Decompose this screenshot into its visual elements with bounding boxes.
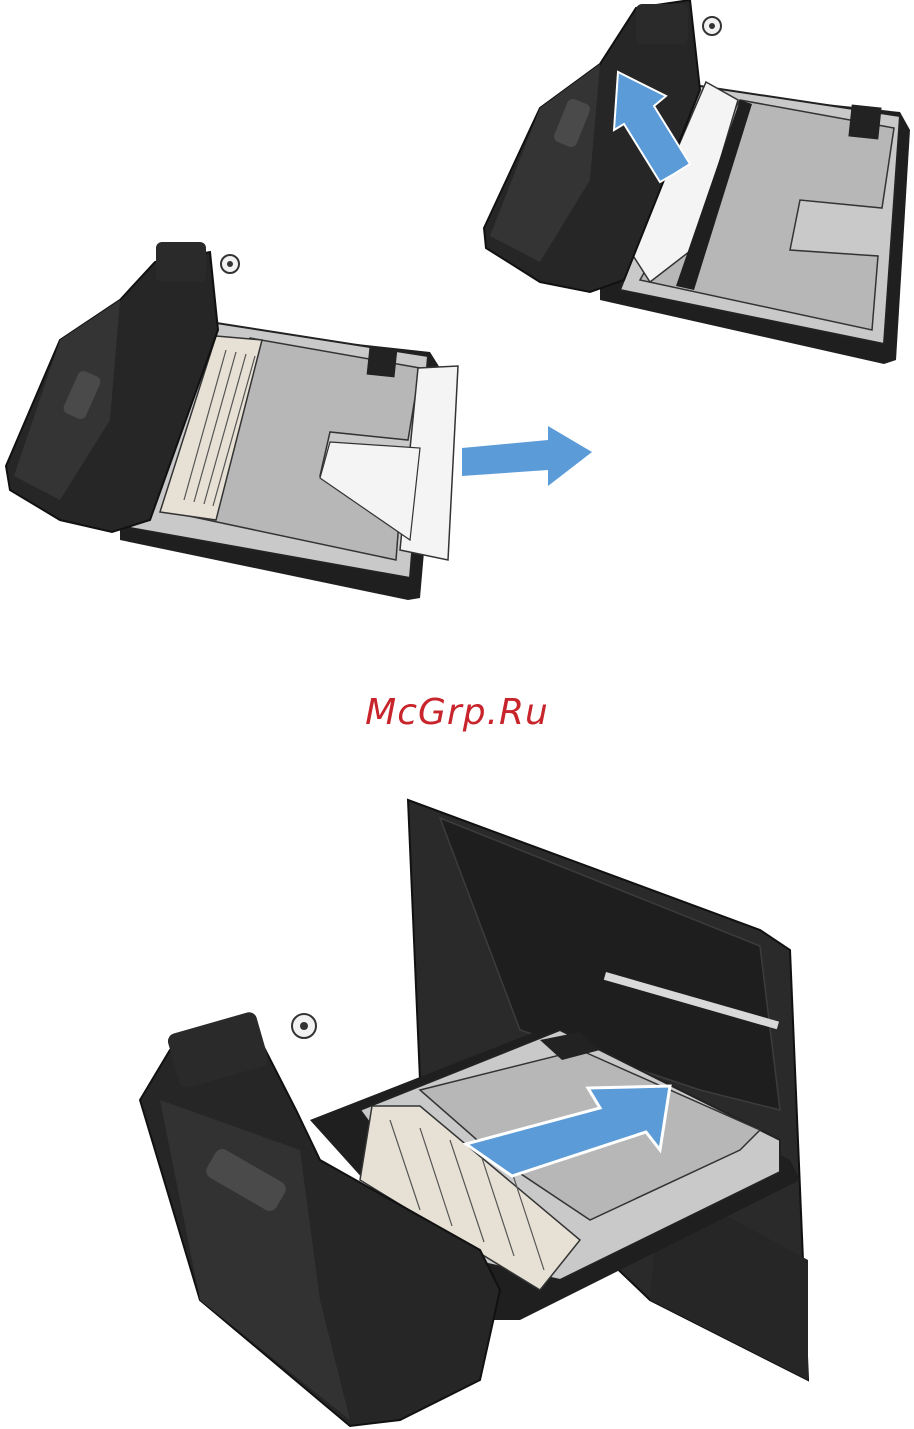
hinge-block [636,4,688,44]
figure-duplexer-reinserted [140,800,808,1426]
figure-duplexer-paper-pulled-out [6,242,592,600]
arrow-right-icon [462,426,592,486]
hinge-block [156,242,206,282]
tray-black-latch [848,105,881,140]
tray-black-latch [367,347,398,378]
figure-duplexer-paper-lifted [484,0,910,364]
watermark-text: McGrp.Ru [0,692,914,733]
